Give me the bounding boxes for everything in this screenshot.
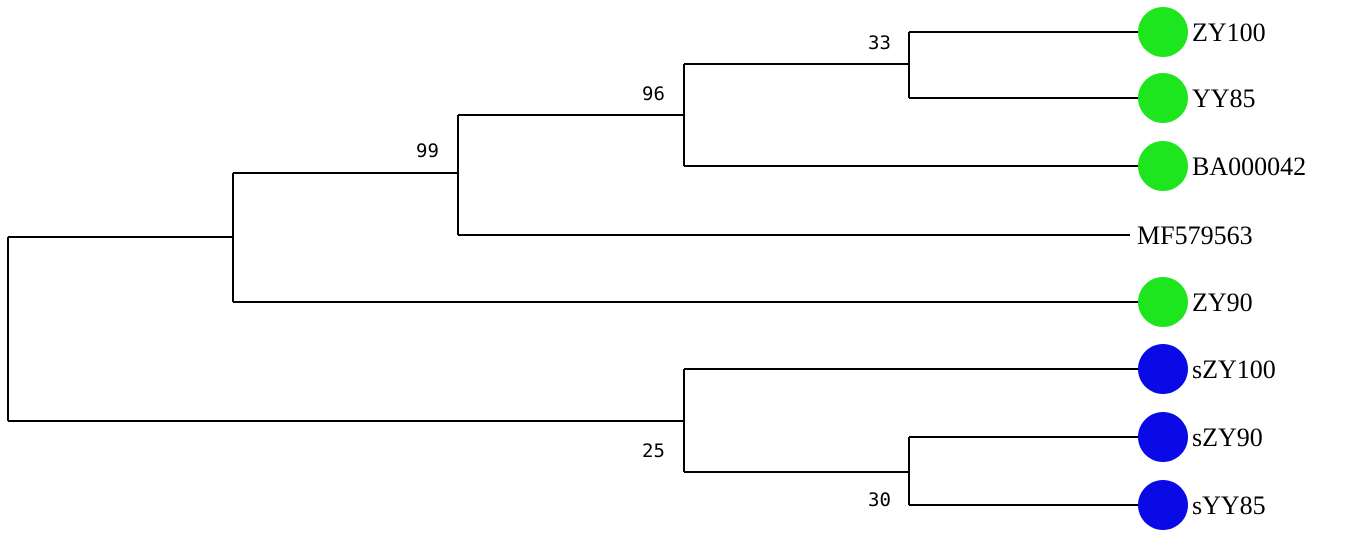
support-33: 33 [868, 32, 891, 54]
label-zy100: ZY100 [1192, 18, 1266, 47]
leaf-markers [1138, 7, 1188, 530]
label-syy85: sYY85 [1192, 491, 1266, 520]
marker-szy90 [1138, 412, 1188, 462]
leaf-labels: ZY100 YY85 BA000042 MF579563 ZY90 sZY100… [1137, 18, 1306, 520]
support-30: 30 [868, 489, 891, 511]
label-mf579563: MF579563 [1137, 221, 1253, 250]
marker-zy90 [1138, 277, 1188, 327]
label-szy90: sZY90 [1192, 423, 1263, 452]
label-zy90: ZY90 [1192, 288, 1253, 317]
label-szy100: sZY100 [1192, 355, 1276, 384]
support-96: 96 [642, 83, 665, 105]
marker-yy85 [1138, 73, 1188, 123]
support-values: 33 96 99 25 30 [416, 32, 891, 511]
label-yy85: YY85 [1192, 84, 1256, 113]
label-ba000042: BA000042 [1192, 152, 1306, 181]
marker-szy100 [1138, 344, 1188, 394]
support-25: 25 [642, 440, 665, 462]
marker-syy85 [1138, 480, 1188, 530]
tree-branches [7, 31, 1145, 506]
support-99: 99 [416, 140, 439, 162]
marker-zy100 [1138, 7, 1188, 57]
marker-ba000042 [1138, 141, 1188, 191]
